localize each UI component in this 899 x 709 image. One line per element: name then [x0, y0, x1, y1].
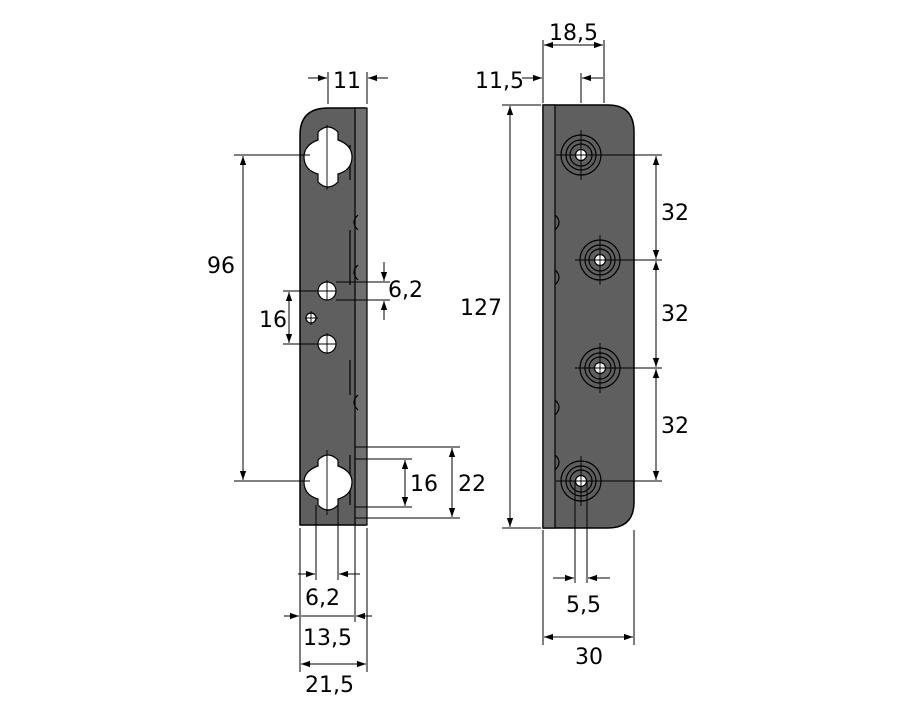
dim-left-span: 96 [207, 254, 235, 279]
right-bracket-view [542, 104, 635, 529]
dim-right-top-185: 18,5 [549, 21, 598, 46]
dim-right-pitch-2: 32 [661, 302, 689, 327]
left-bracket-view [299, 107, 368, 526]
right-plate [542, 104, 635, 529]
dim-right-hole: 5,5 [566, 593, 601, 618]
left-edge-notches [353, 214, 359, 411]
dim-right-height: 127 [460, 296, 502, 321]
dim-left-bottom-62: 6,2 [305, 586, 340, 611]
right-flange [542, 104, 556, 529]
left-centerlines [305, 125, 336, 515]
dim-left-slot-16: 16 [410, 472, 438, 497]
dim-right-top-115: 11,5 [475, 69, 524, 94]
dim-left-small-spacing: 16 [259, 308, 287, 333]
left-dimensions: 11 96 6,2 16 16 22 6,2 13,5 21,5 [207, 69, 486, 698]
left-plate [299, 107, 366, 526]
dim-right-width: 30 [575, 645, 603, 670]
right-dimensions: 18,5 11,5 127 32 32 32 5,5 30 [460, 21, 689, 670]
right-edge-notches [554, 214, 560, 471]
left-top-keyhole [303, 126, 353, 188]
dim-left-small-hole: 6,2 [388, 278, 423, 303]
dim-left-bottom-135: 13,5 [303, 626, 352, 651]
dim-left-bottom-215: 21,5 [305, 673, 354, 698]
dim-right-pitch-1: 32 [661, 201, 689, 226]
left-flange [354, 107, 368, 526]
right-centerlines [556, 130, 625, 506]
dim-left-top-width: 11 [333, 69, 361, 94]
dim-right-pitch-3: 32 [661, 414, 689, 439]
dim-left-slot-22: 22 [458, 472, 486, 497]
